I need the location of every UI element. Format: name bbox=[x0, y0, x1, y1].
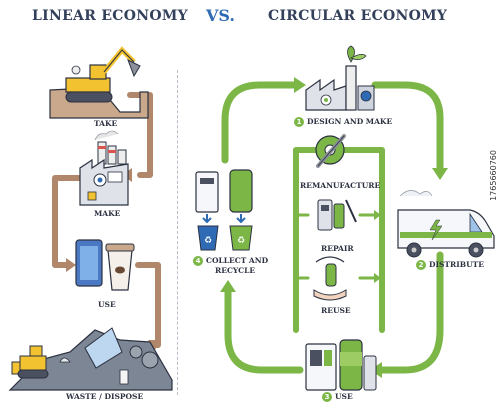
waste-dispose-label: WASTE / DISPOSE bbox=[66, 392, 144, 401]
arrowhead-distribute bbox=[432, 168, 448, 180]
eco-factory-icon bbox=[305, 45, 375, 111]
collect-text-line2: RECYCLE bbox=[215, 266, 256, 275]
step-number-4: 4 bbox=[193, 256, 203, 266]
arrow-use-to-waste bbox=[135, 262, 161, 348]
distribute-text: DISTRIBUTE bbox=[429, 260, 484, 269]
vs-label: VS. bbox=[206, 6, 235, 25]
take-label: TAKE bbox=[94, 119, 118, 128]
excavator-icon bbox=[49, 46, 149, 119]
use-text: USE bbox=[335, 392, 353, 401]
step-number-3: 3 bbox=[322, 392, 332, 402]
use-label-linear: USE bbox=[98, 300, 116, 309]
inner-loop-left bbox=[293, 147, 385, 333]
reuse-hands-icon bbox=[313, 256, 347, 301]
arrow-make-to-use bbox=[52, 175, 83, 268]
repair-appliance-icon bbox=[317, 199, 357, 231]
reuse-label: REUSE bbox=[321, 306, 351, 315]
arrowhead-design bbox=[294, 77, 306, 93]
step-number-1: 1 bbox=[294, 117, 304, 127]
landfill-icon bbox=[8, 327, 173, 391]
recycle-bins-icon: ♻ ♻ bbox=[195, 169, 253, 251]
section-divider bbox=[177, 70, 178, 395]
arrow-distribute-to-use bbox=[376, 251, 444, 374]
arrowhead-collect bbox=[220, 280, 236, 292]
factory-icon bbox=[79, 130, 129, 206]
collect-text-line1: COLLECT AND bbox=[206, 256, 269, 265]
repair-label: REPAIR bbox=[321, 244, 354, 253]
svg-text:♻: ♻ bbox=[237, 236, 245, 246]
design-and-make-text: DESIGN AND MAKE bbox=[307, 117, 393, 126]
use-products-icon bbox=[305, 339, 377, 391]
van-icon bbox=[397, 190, 495, 258]
circular-economy-title: CIRCULAR ECONOMY bbox=[268, 8, 448, 24]
remanufacture-label: REMANUFACTURE bbox=[300, 181, 381, 190]
arrowhead-use bbox=[66, 258, 76, 272]
arrow-design-to-distribute bbox=[371, 81, 444, 174]
make-label: MAKE bbox=[94, 209, 121, 218]
phone-and-cup-icon bbox=[75, 239, 135, 291]
arrow-collect-to-design bbox=[221, 81, 300, 164]
svg-text:♻: ♻ bbox=[204, 236, 212, 246]
linear-flow-diagram bbox=[8, 46, 173, 391]
wrench-gear-icon bbox=[315, 134, 346, 168]
arrow-use-to-collect bbox=[224, 286, 304, 374]
image-id-watermark: 1765660760 bbox=[489, 150, 498, 201]
step-number-2: 2 bbox=[416, 260, 426, 270]
circular-flow-diagram: ♻ ♻ bbox=[195, 45, 495, 391]
linear-economy-title: LINEAR ECONOMY bbox=[32, 8, 188, 24]
